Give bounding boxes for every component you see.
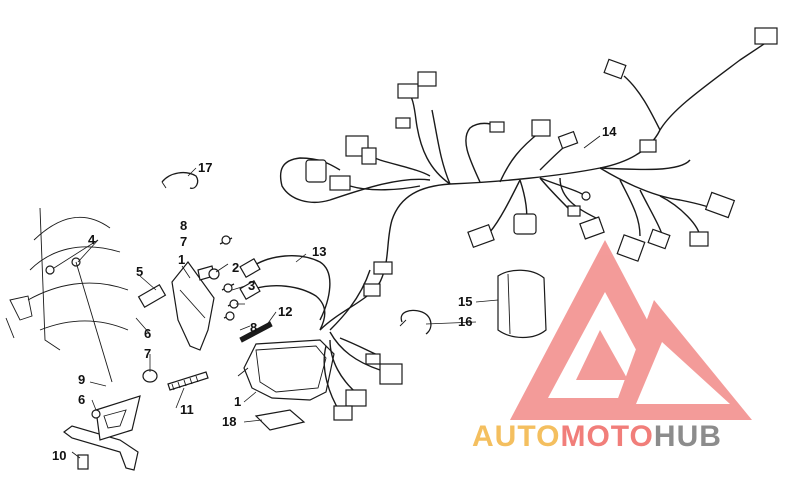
- callout-label: 15: [458, 294, 472, 309]
- watermark-text-hub: HUB: [653, 420, 722, 453]
- headlight-bracket: [137, 261, 215, 351]
- headlight: [237, 339, 335, 401]
- harness-connector: [754, 27, 778, 45]
- watermark-text-auto: AUTO: [472, 420, 561, 453]
- callout-label: 11: [180, 402, 194, 417]
- leader-lines: [53, 135, 601, 459]
- callout-label: 5: [136, 264, 143, 279]
- callout-label: 8: [250, 320, 257, 335]
- callout-label: 3: [248, 278, 255, 293]
- headlight-harness: [239, 255, 331, 331]
- callout-label: 1: [234, 394, 241, 409]
- callout-label: 10: [52, 448, 66, 463]
- callout-label: 18: [222, 414, 236, 429]
- callout-label: 7: [144, 346, 151, 361]
- conduit-sleeve: [497, 269, 547, 339]
- callout-label: 14: [602, 124, 617, 139]
- lower-bracket: [63, 369, 209, 471]
- callout-labels: 1 1 2 3 4 5 6 6 7 7 8 8 9 10 11 12 13 14…: [52, 124, 617, 463]
- decal: [254, 409, 306, 431]
- callout-label: 13: [312, 244, 326, 259]
- callout-label: 9: [78, 372, 85, 387]
- callout-label: 6: [78, 392, 85, 407]
- clamp-clip: [399, 309, 432, 335]
- fasteners: [197, 235, 273, 343]
- body-panel: [5, 207, 129, 383]
- callout-label: 6: [144, 326, 151, 341]
- callout-label: 2: [232, 260, 239, 275]
- callout-label: 12: [278, 304, 292, 319]
- watermark-logo-mark: [510, 240, 752, 420]
- main-harness: [279, 27, 778, 421]
- watermark-text-moto: MOTO: [560, 420, 654, 453]
- callout-label: 8: [180, 218, 187, 233]
- panel-fastener: [45, 265, 55, 275]
- watermark-wordmark: AUTOMOTOHUB: [472, 420, 792, 460]
- callout-label: 16: [458, 314, 472, 329]
- cable-tie: [161, 171, 199, 189]
- callout-label: 4: [88, 232, 96, 247]
- callout-label: 17: [198, 160, 212, 175]
- callout-label: 1: [178, 252, 185, 267]
- callout-label: 7: [180, 234, 187, 249]
